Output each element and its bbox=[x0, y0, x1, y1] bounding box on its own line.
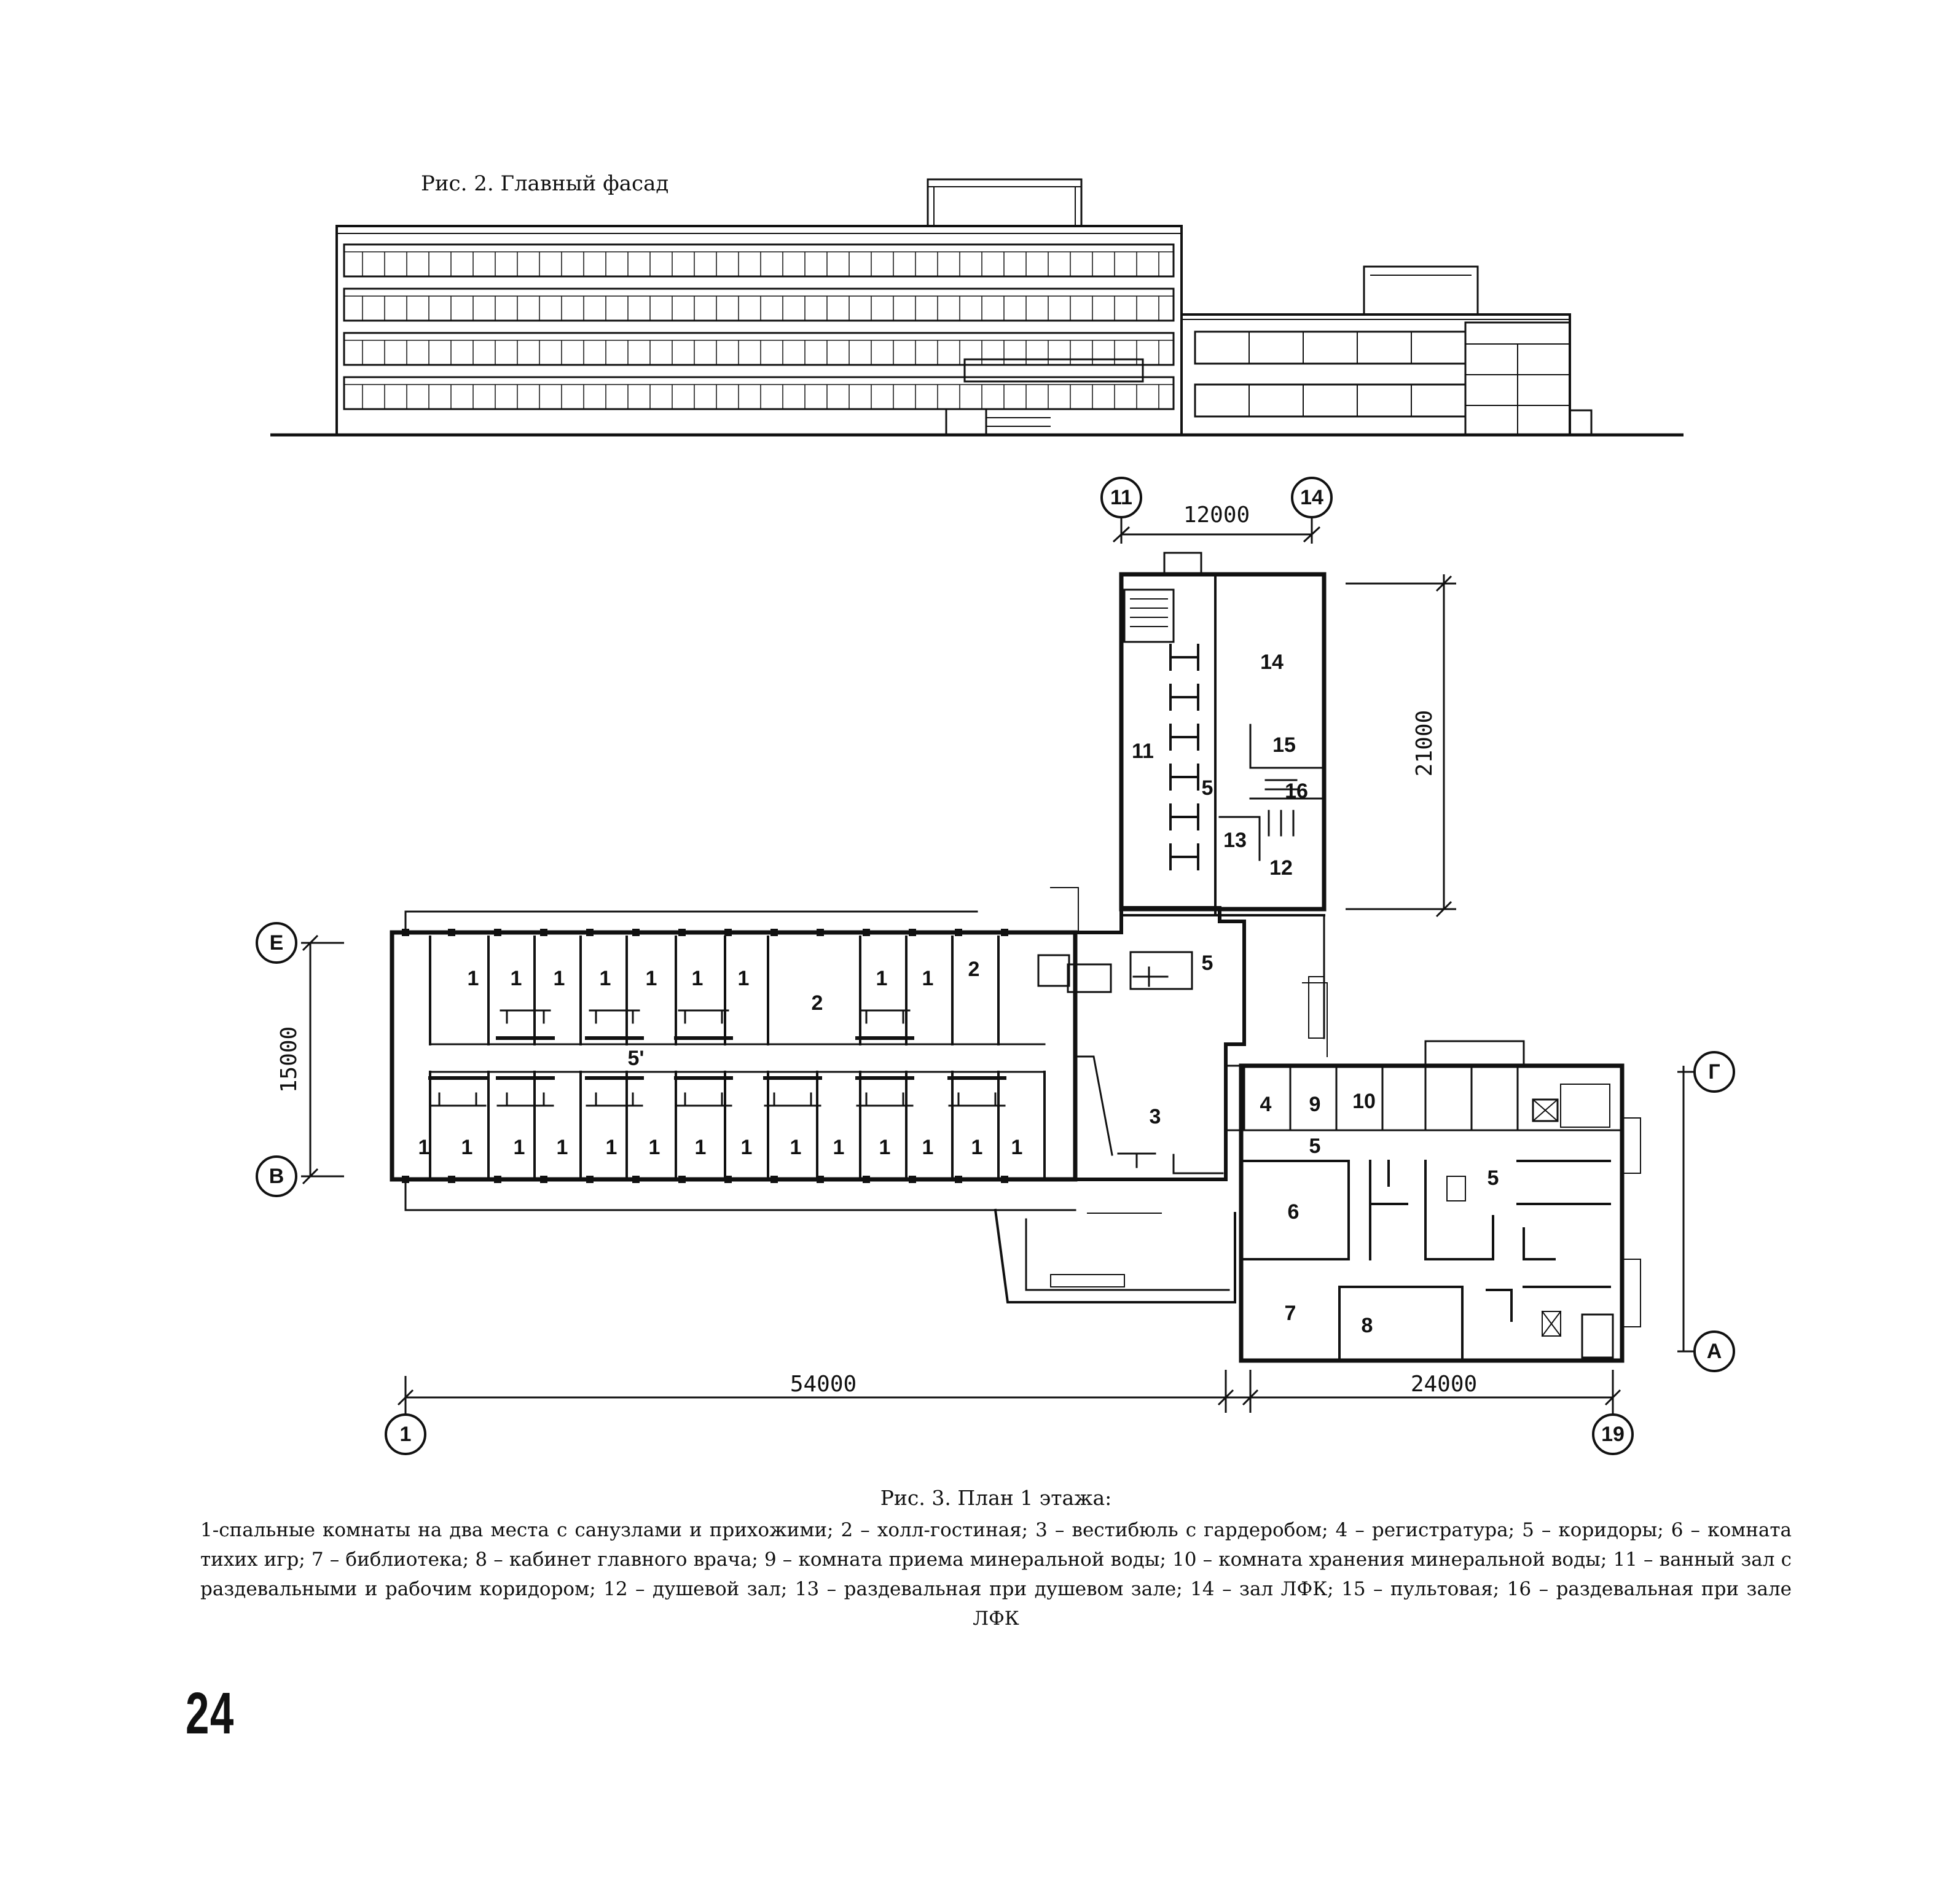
room-label-5prime: 5' bbox=[628, 1047, 645, 1070]
room-label-3: 3 bbox=[1150, 1105, 1161, 1128]
room-label-1: 1 bbox=[971, 1136, 983, 1159]
room-label-1: 1 bbox=[646, 967, 657, 990]
room-label-11: 11 bbox=[1132, 740, 1154, 763]
dim-top-span: 12000 bbox=[1183, 502, 1250, 528]
room-label-9: 9 bbox=[1309, 1093, 1321, 1116]
axis-label-top-left: 11 bbox=[1110, 486, 1132, 509]
facade-drawing: Рис. 2. Главный фасад bbox=[270, 171, 1684, 437]
room-label-1: 1 bbox=[649, 1136, 661, 1159]
room-label-1: 1 bbox=[600, 967, 611, 990]
room-label-4: 4 bbox=[1260, 1093, 1272, 1116]
room-label-13: 13 bbox=[1223, 829, 1247, 852]
room-label-1: 1 bbox=[468, 967, 479, 990]
dim-bottom-left-span: 54000 bbox=[790, 1372, 857, 1397]
room-label-1: 1 bbox=[695, 1136, 707, 1159]
room-label-1: 1 bbox=[514, 1136, 525, 1159]
dim-left-span: 15000 bbox=[276, 1026, 302, 1093]
room-label-1: 1 bbox=[876, 967, 888, 990]
room-label-1: 1 bbox=[790, 1136, 802, 1159]
room-label-1: 1 bbox=[606, 1136, 617, 1159]
room-label-10: 10 bbox=[1352, 1090, 1376, 1113]
floor-plan bbox=[390, 552, 1641, 1363]
room-label-1: 1 bbox=[461, 1136, 473, 1159]
room-label-1: 1 bbox=[557, 1136, 568, 1159]
room-label-8: 8 bbox=[1362, 1314, 1373, 1337]
axis-label-left-top: Е bbox=[270, 931, 284, 955]
dimension-labels: 12000 21000 15000 54000 24000 bbox=[276, 502, 1477, 1397]
room-label-5-south: 5 bbox=[1309, 1135, 1321, 1158]
room-label-12: 12 bbox=[1269, 856, 1293, 880]
room-label-2b: 2 bbox=[968, 958, 980, 981]
room-label-1: 1 bbox=[511, 967, 522, 990]
room-label-1: 1 bbox=[554, 967, 565, 990]
room-label-15: 15 bbox=[1272, 733, 1296, 757]
room-label-1: 1 bbox=[741, 1136, 753, 1159]
room-label-1: 1 bbox=[922, 967, 934, 990]
axis-label-right-bottom: А bbox=[1707, 1340, 1722, 1363]
axis-markers: 11 14 Е В Г А 1 19 bbox=[256, 477, 1735, 1455]
caption-title: Рис. 3. План 1 этажа: bbox=[880, 1486, 1112, 1510]
room-label-5-tower: 5 bbox=[1202, 776, 1213, 800]
room-label-1: 1 bbox=[692, 967, 704, 990]
room-label-1: 1 bbox=[418, 1136, 430, 1159]
room-label-1: 1 bbox=[833, 1136, 845, 1159]
room-label-2: 2 bbox=[812, 991, 823, 1015]
axis-label-bottom-left: 1 bbox=[400, 1423, 412, 1446]
room-label-5-hall: 5 bbox=[1202, 951, 1213, 975]
room-label-5-east: 5 bbox=[1488, 1166, 1499, 1190]
dim-bottom-right-span: 24000 bbox=[1411, 1372, 1477, 1397]
room-label-16: 16 bbox=[1285, 779, 1308, 803]
dimension-lines bbox=[301, 507, 1702, 1416]
room-label-1: 1 bbox=[879, 1136, 891, 1159]
caption-text: 1-спальные комнаты на два места с санузл… bbox=[200, 1519, 1792, 1630]
page-number: 24 bbox=[186, 1681, 235, 1746]
room-label-6: 6 bbox=[1288, 1200, 1299, 1224]
axis-label-left-bottom: В bbox=[269, 1165, 284, 1188]
room-label-1: 1 bbox=[738, 967, 750, 990]
axis-label-right-top: Г bbox=[1708, 1060, 1720, 1084]
figure2-title: Рис. 2. Главный фасад bbox=[421, 171, 668, 196]
axis-label-top-right: 14 bbox=[1300, 486, 1323, 509]
room-label-7: 7 bbox=[1285, 1302, 1296, 1325]
figure3-caption: Рис. 3. План 1 этажа: 1-спальные комнаты… bbox=[200, 1483, 1792, 1633]
room-label-1: 1 bbox=[1011, 1136, 1023, 1159]
room-label-14: 14 bbox=[1260, 650, 1284, 674]
room-label-1: 1 bbox=[922, 1136, 934, 1159]
axis-label-bottom-right: 19 bbox=[1601, 1423, 1625, 1446]
dim-right-span: 21000 bbox=[1412, 710, 1437, 776]
